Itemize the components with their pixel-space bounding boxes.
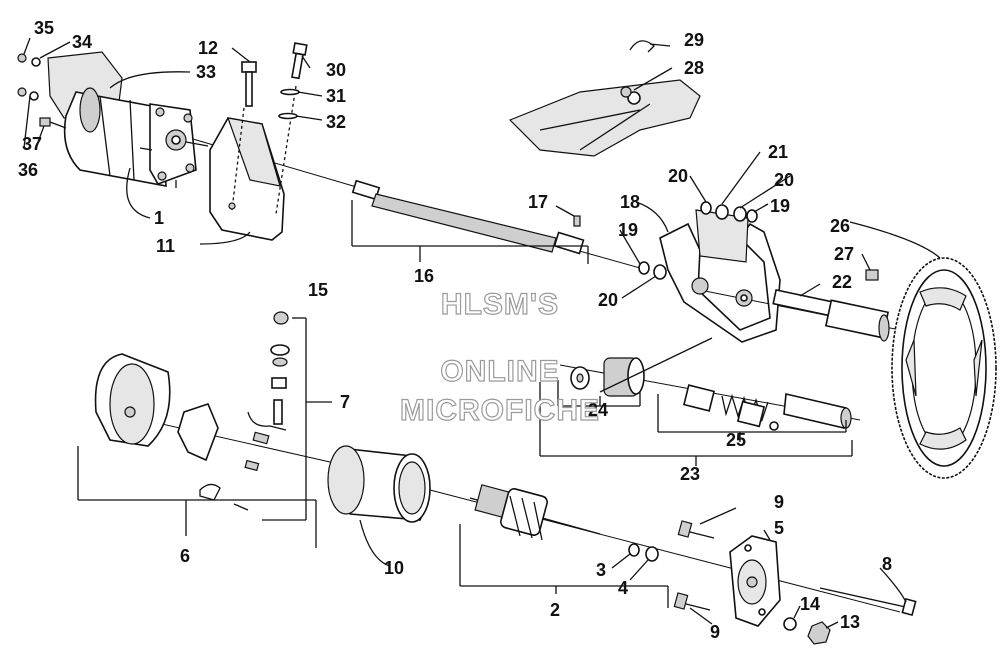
- brush-holder: [177, 403, 219, 462]
- callout-27: 27: [834, 244, 854, 264]
- leader-lines: [23, 37, 941, 629]
- callout-32: 32: [326, 112, 346, 132]
- through-bolt-8: [819, 587, 917, 617]
- callout-28: 28: [684, 58, 704, 78]
- callout-4: 4: [618, 578, 628, 598]
- washer-32: [278, 112, 298, 120]
- callout-25: 25: [726, 430, 746, 450]
- callout-29: 29: [684, 30, 704, 50]
- callout-22: 22: [832, 272, 852, 292]
- callout-17: 17: [528, 192, 548, 212]
- ring-gear: [891, 257, 997, 479]
- bolt-30: [291, 42, 308, 80]
- nut-36: [17, 87, 27, 97]
- armature: [469, 484, 659, 562]
- callout-26: 26: [830, 216, 850, 236]
- callout-10: 10: [384, 558, 404, 578]
- callout-13: 13: [840, 612, 860, 632]
- callout-18: 18: [620, 192, 640, 212]
- screw-27: [865, 269, 879, 281]
- callout-20-top-right: 20: [774, 170, 794, 190]
- callout-2: 2: [550, 600, 560, 620]
- screw-37: [39, 117, 51, 127]
- callout-33: 33: [196, 62, 216, 82]
- callout-24: 24: [588, 400, 608, 420]
- callout-19-right: 19: [770, 196, 790, 216]
- callout-1: 1: [154, 208, 164, 228]
- callout-11: 11: [156, 236, 175, 256]
- bolt-9-lower: [673, 592, 711, 611]
- nut-35: [17, 53, 27, 63]
- callout-9-upper: 9: [774, 492, 784, 512]
- washer-31: [280, 88, 300, 96]
- chassis-bracket: [508, 40, 701, 157]
- callout-3: 3: [596, 560, 606, 580]
- nut-15: [273, 311, 289, 325]
- drive-end-housing: [729, 535, 781, 627]
- watermark-line-1: HLSM'S: [441, 288, 559, 321]
- end-cap-assembly: [94, 353, 270, 511]
- starter-cable: [351, 179, 585, 255]
- callout-14: 14: [800, 594, 820, 614]
- nut-13: [807, 621, 831, 645]
- watermark-line-3: MICROFICHE: [400, 394, 600, 427]
- mounting-bracket: [209, 85, 297, 241]
- callout-numbers: 35 34 33 12 30 31 32 37 36 1 11 16 17 29…: [18, 18, 892, 642]
- field-frame: [327, 445, 431, 523]
- callout-35: 35: [34, 18, 54, 38]
- callout-8: 8: [882, 554, 892, 574]
- callout-15: 15: [308, 280, 328, 300]
- pinion-clutch: [570, 357, 852, 431]
- drive-shaft-22: [772, 288, 890, 342]
- callout-9-lower: 9: [710, 622, 720, 642]
- callout-23: 23: [680, 464, 700, 484]
- callout-30: 30: [326, 60, 346, 80]
- fastener-28: [620, 86, 632, 98]
- callout-21: 21: [768, 142, 788, 162]
- bolt-12: [241, 61, 257, 107]
- bolt-9-upper: [677, 520, 715, 539]
- callout-5: 5: [774, 518, 784, 538]
- callout-34: 34: [72, 32, 92, 52]
- washer-14: [783, 617, 797, 631]
- callout-37: 37: [22, 134, 42, 154]
- callout-20-top-left: 20: [668, 166, 688, 186]
- starter-motor-assembly: [17, 51, 209, 188]
- terminal-parts: [247, 311, 290, 431]
- callout-36: 36: [18, 160, 38, 180]
- clip-29: [629, 40, 655, 53]
- callout-6: 6: [180, 546, 190, 566]
- drive-bracket: [659, 209, 781, 343]
- callout-20-lower: 20: [598, 290, 618, 310]
- callout-16: 16: [414, 266, 434, 286]
- watermark: HLSM'S ONLINE MICROFICHE: [399, 287, 600, 427]
- callout-12: 12: [198, 38, 218, 58]
- callout-7: 7: [340, 392, 350, 412]
- callout-19-left: 19: [618, 220, 638, 240]
- callout-31: 31: [326, 86, 346, 106]
- watermark-line-2: ONLINE: [440, 355, 559, 388]
- washers-19-20: [638, 201, 758, 280]
- clip-17: [573, 215, 581, 227]
